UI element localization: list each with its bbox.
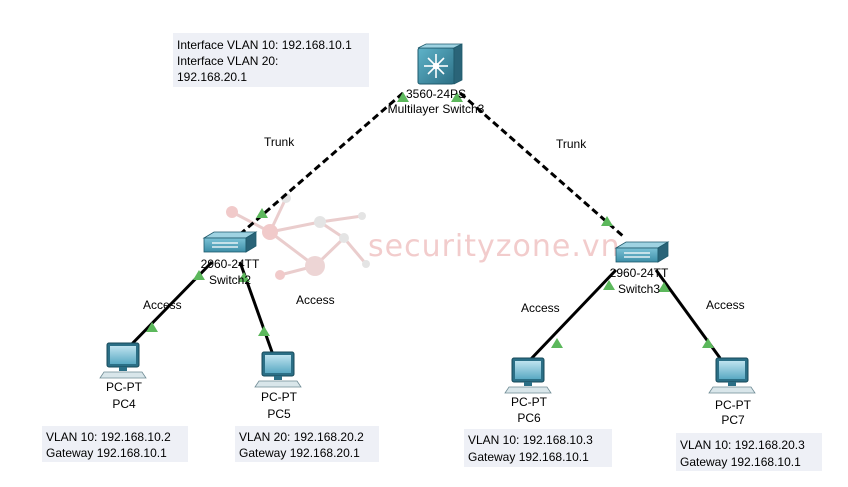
- pc7[interactable]: PC-PT PC7: [708, 357, 756, 427]
- device-model-label: PC-PT: [106, 380, 143, 394]
- port-up-indicator: [397, 92, 409, 102]
- pc5[interactable]: PC-PT PC5: [254, 351, 302, 421]
- note-line: Gateway 192.168.10.1: [468, 450, 589, 464]
- port-up-indicator: [451, 92, 463, 102]
- port-up-indicator: [258, 326, 270, 336]
- device-name-label: Multilayer Switch3: [388, 102, 485, 116]
- link-label-switch3-pc7: Access: [706, 298, 745, 312]
- link-mls-switch3[interactable]: [459, 91, 625, 239]
- port-up-indicator: [193, 270, 205, 280]
- note-pc7[interactable]: VLAN 10: 192.168.20.3 Gateway 192.168.10…: [676, 433, 822, 471]
- multilayer-switch3[interactable]: 3560-24PS Multilayer Switch3: [388, 43, 485, 116]
- device-model-label: 2960-24TT: [201, 257, 260, 271]
- link-label-mls-switch3: Trunk: [556, 137, 587, 151]
- port-up-indicator: [238, 272, 250, 282]
- pc-icon: [504, 357, 552, 394]
- device-name-label: PC4: [112, 397, 136, 411]
- port-up-indicator: [658, 282, 670, 292]
- device-name-label: PC5: [267, 407, 291, 421]
- note-line: VLAN 10: 192.168.20.3: [680, 438, 805, 452]
- device-name-label: Switch2: [209, 273, 251, 287]
- switch-icon: [614, 241, 670, 263]
- link-label-switch2-pc5: Access: [296, 293, 335, 307]
- pc-icon: [99, 342, 147, 379]
- link-label-mls-switch2: Trunk: [264, 135, 295, 149]
- note-line: VLAN 10: 192.168.10.3: [468, 433, 593, 447]
- device-model-label: PC-PT: [715, 398, 752, 412]
- note-line: Interface VLAN 20:: [177, 54, 278, 68]
- port-up-indicator: [551, 338, 563, 348]
- switch2[interactable]: 2960-24TT Switch2: [201, 231, 260, 287]
- port-up-indicator: [702, 338, 714, 348]
- links: [124, 91, 722, 362]
- note-line: Gateway 192.168.10.1: [46, 446, 167, 460]
- note-pc4[interactable]: VLAN 10: 192.168.10.2 Gateway 192.168.10…: [42, 426, 188, 462]
- switch-icon: [202, 231, 258, 253]
- port-up-indicator: [601, 216, 613, 226]
- link-label-switch3-pc6: Access: [521, 301, 560, 315]
- link-label-switch2-pc4: Access: [143, 298, 182, 312]
- device-model-label: 2960-24TT: [610, 266, 669, 280]
- watermark-logo: securityzone.vn: [226, 193, 621, 280]
- pc-icon: [708, 357, 756, 394]
- note-line: Gateway 192.168.20.1: [239, 446, 360, 460]
- multilayer-switch-icon: [417, 43, 463, 85]
- note-mls[interactable]: Interface VLAN 10: 192.168.10.1 Interfac…: [173, 33, 369, 87]
- port-up-indicator: [146, 322, 158, 332]
- note-line: 192.168.20.1: [177, 70, 247, 84]
- note-line: VLAN 20: 192.168.20.2: [239, 430, 364, 444]
- switch3[interactable]: 2960-24TT Switch3: [610, 241, 670, 296]
- port-up-indicator: [603, 280, 615, 290]
- device-model-label: PC-PT: [261, 390, 298, 404]
- note-pc5[interactable]: VLAN 20: 192.168.20.2 Gateway 192.168.20…: [235, 426, 379, 462]
- note-line: Interface VLAN 10: 192.168.10.1: [177, 38, 352, 52]
- device-name-label: Switch3: [618, 282, 660, 296]
- device-name-label: PC7: [721, 413, 745, 427]
- device-model-label: PC-PT: [511, 395, 548, 409]
- device-model-label: 3560-24PS: [406, 87, 466, 101]
- note-pc6[interactable]: VLAN 10: 192.168.10.3 Gateway 192.168.10…: [464, 429, 612, 467]
- port-up-indicator: [256, 208, 268, 218]
- device-name-label: PC6: [517, 411, 541, 425]
- link-labels: Trunk Trunk Access Access Access Access: [143, 135, 745, 315]
- link-switch3-pc6[interactable]: [528, 268, 618, 362]
- pc-icon: [254, 351, 302, 388]
- watermark-text: securityzone.vn: [368, 229, 621, 264]
- pc6[interactable]: PC-PT PC6: [504, 357, 552, 425]
- port-indicators: [146, 92, 714, 348]
- note-line: Gateway 192.168.10.1: [680, 455, 801, 469]
- pc4[interactable]: PC-PT PC4: [99, 342, 147, 411]
- note-line: VLAN 10: 192.168.10.2: [46, 430, 171, 444]
